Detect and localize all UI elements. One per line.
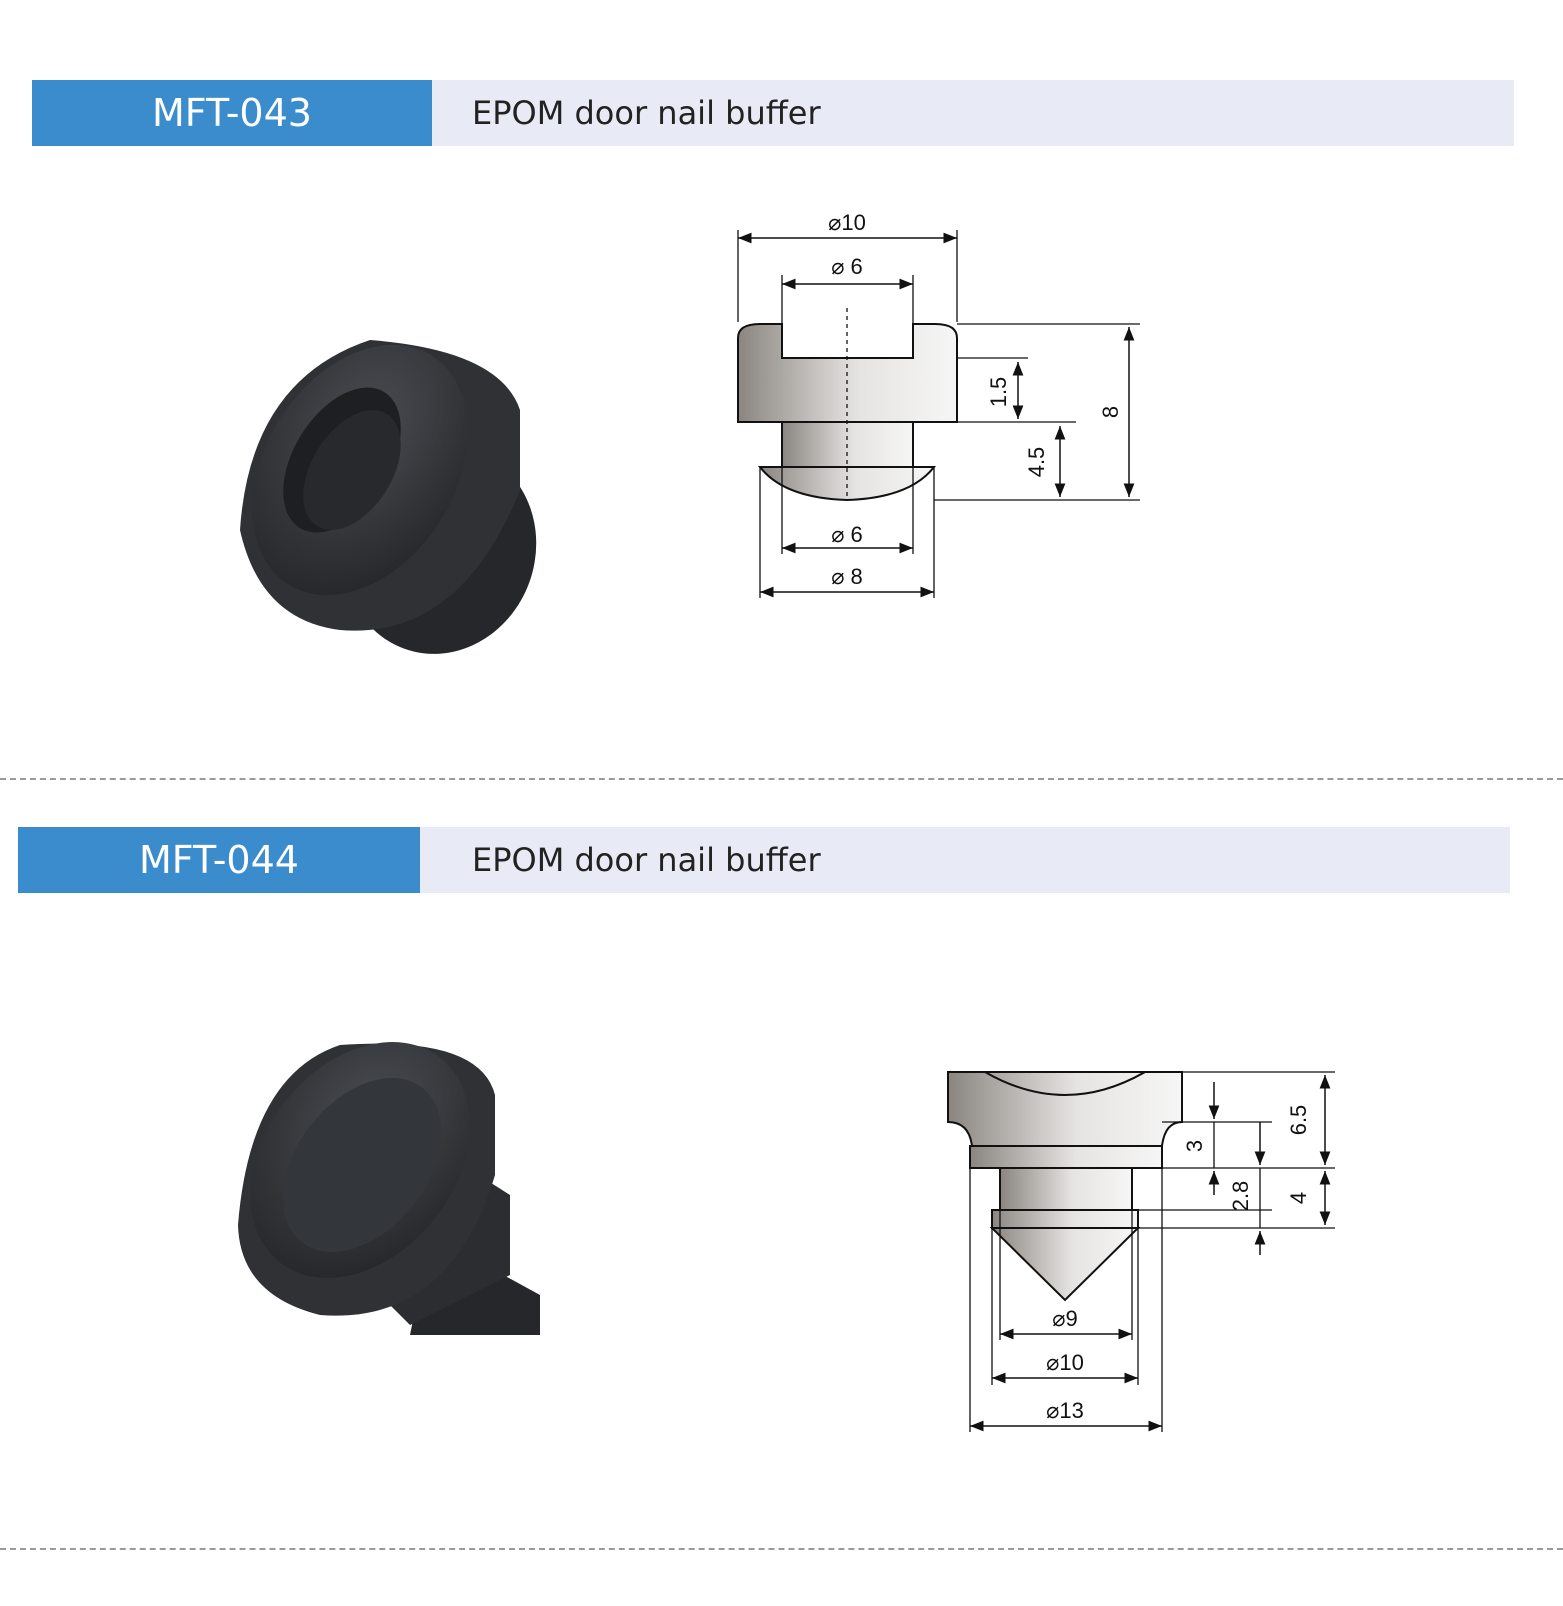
dim-shank-height: 4.5 bbox=[1024, 447, 1049, 478]
dim-lower-height: 4 bbox=[1286, 1192, 1311, 1204]
product-code: MFT-043 bbox=[32, 80, 432, 146]
product-section-mft-043: MFT-043 EPOM door nail buffer ⌀10 ⌀ 6 bbox=[0, 0, 1563, 790]
dim-cone-diameter: ⌀9 bbox=[1052, 1306, 1077, 1331]
product-photo-mft-044 bbox=[238, 1042, 540, 1335]
technical-drawing-mft-043: ⌀10 ⌀ 6 1.5 4.5 8 ⌀ 6 ⌀ 8 bbox=[737, 210, 1140, 598]
dim-total-height: 8 bbox=[1098, 406, 1123, 418]
product-code: MFT-044 bbox=[18, 827, 420, 893]
dim-head-height: 3 bbox=[1182, 1140, 1207, 1152]
dim-head-diameter: ⌀13 bbox=[1046, 1398, 1084, 1423]
technical-drawing-mft-044: 3 2.8 6.5 4 ⌀9 ⌀10 ⌀13 bbox=[947, 1071, 1335, 1432]
dim-head-height: 1.5 bbox=[986, 377, 1011, 408]
dim-lower-inner-diameter: ⌀ 6 bbox=[831, 522, 863, 547]
section-divider bbox=[0, 778, 1563, 780]
product-title: EPOM door nail buffer bbox=[432, 80, 1514, 146]
dim-top-inner-diameter: ⌀ 6 bbox=[831, 254, 863, 279]
product-photo-mft-043 bbox=[240, 340, 537, 654]
dim-mid-diameter: ⌀10 bbox=[1046, 1350, 1084, 1375]
dim-shank-height: 2.8 bbox=[1228, 1181, 1253, 1212]
section-divider bbox=[0, 1548, 1563, 1550]
product-title: EPOM door nail buffer bbox=[420, 827, 1510, 893]
product-section-mft-044: MFT-044 EPOM door nail buffer bbox=[0, 790, 1563, 1550]
dim-top-outer-diameter: ⌀10 bbox=[828, 210, 866, 235]
dim-upper-height: 6.5 bbox=[1286, 1105, 1311, 1136]
dim-lower-outer-diameter: ⌀ 8 bbox=[831, 564, 863, 589]
